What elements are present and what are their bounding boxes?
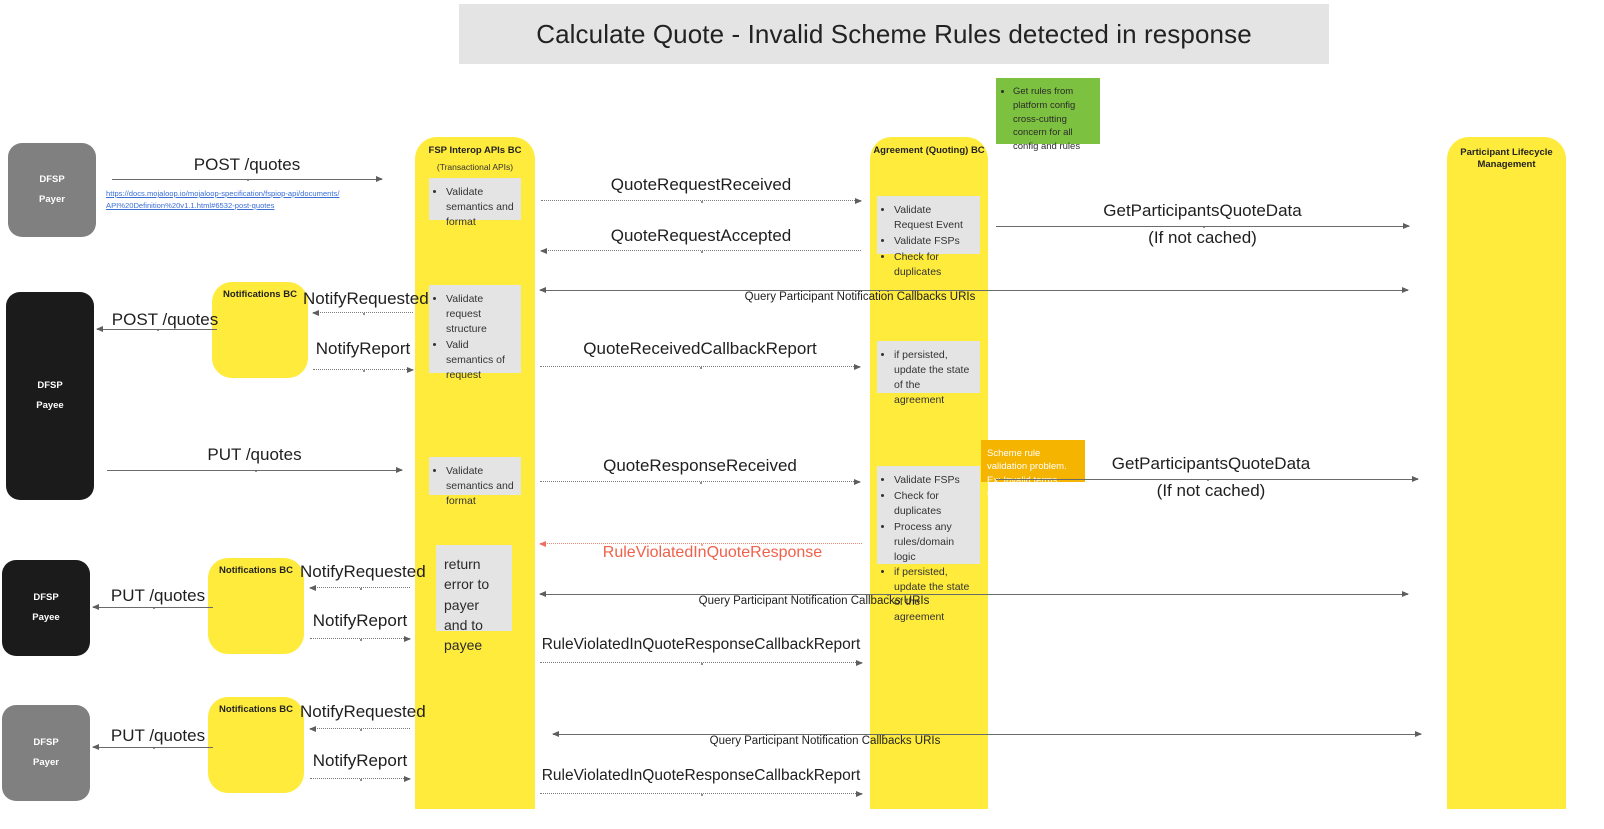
message-notify-requested-3-label: NotifyRequested: [300, 702, 426, 721]
note-agreement-validate-2: Validate FSPs Check for duplicates Proce…: [877, 466, 980, 623]
message-rule-violated-callback-report-1-line: [540, 659, 863, 666]
message-quote-response-received-line: [540, 478, 861, 485]
note-item: Check for duplicates: [894, 250, 973, 280]
actor-line1: DFSP: [39, 174, 65, 186]
message-get-participants-quote-data-2-sub: (If not cached): [1156, 481, 1266, 500]
note-scheme-rule-validation-problem: Scheme rule validation problem. Ex: Inva…: [981, 440, 1085, 499]
diagram-title-banner: Calculate Quote - Invalid Scheme Rules d…: [459, 4, 1329, 64]
message-query-callbacks-1-line: [539, 286, 1409, 293]
message-rule-violated-callback-report-2-line: [540, 790, 863, 797]
message-put-quotes-2-line: [92, 603, 213, 610]
note-item: Process any rules/domain logic: [894, 520, 973, 565]
lifeline-participant-lifecycle: Participant Lifecycle Management: [1447, 137, 1566, 809]
notifications-bc-1-title: Notifications BC: [223, 289, 297, 300]
notifications-bc-3-title: Notifications BC: [219, 704, 293, 715]
actor-dfsp-payee-main: DFSP Payee: [6, 292, 94, 500]
message-notify-requested-2-label: NotifyRequested: [300, 562, 426, 581]
message-post-quotes-2-label: POST /quotes: [111, 310, 219, 329]
note-item: Get rules from platform config cross-cut…: [1013, 85, 1093, 154]
note-item: Validate Request Event: [894, 203, 973, 233]
actor-dfsp-payer-top: DFSP Payer: [8, 143, 96, 237]
message-rule-violated-in-quote-response-line: [539, 540, 862, 547]
actor-dfsp-payer-bottom: DFSP Payer: [2, 705, 90, 801]
note-return-error: return error to payer and to payee: [436, 545, 512, 653]
message-query-callbacks-3-label: Query Participant Notification Callbacks…: [709, 735, 941, 747]
message-quote-received-callback-report-line: [540, 363, 861, 370]
notifications-bc-1: Notifications BC: [212, 282, 308, 378]
note-item: Validate request structure: [446, 292, 514, 337]
message-notify-requested-1-label: NotifyRequested: [303, 289, 429, 308]
message-query-callbacks-2-line: [539, 590, 1409, 597]
actor-line2: Payer: [39, 194, 65, 205]
note-get-rules-platform-config: Get rules from platform config cross-cut…: [996, 78, 1100, 152]
message-put-quotes-1-line: [107, 466, 403, 473]
message-query-callbacks-2-label: Query Participant Notification Callbacks…: [698, 595, 930, 607]
notifications-bc-3: Notifications BC: [208, 697, 304, 793]
lifeline-fsp-interop-title: FSP Interop APIs BC: [428, 145, 522, 156]
actor-line1: DFSP: [33, 737, 59, 749]
actor-line1: DFSP: [37, 380, 63, 392]
message-notify-requested-1-line: [312, 309, 413, 316]
message-quote-received-callback-report-label: QuoteReceivedCallbackReport: [583, 339, 817, 358]
message-get-participants-quote-data-2-label: GetParticipantsQuoteData: [1111, 454, 1311, 473]
message-quote-request-received-label: QuoteRequestReceived: [610, 175, 792, 194]
actor-dfsp-payee-bottom: DFSP Payee: [2, 560, 90, 656]
note-item: Valid semantics of request: [446, 338, 514, 383]
message-put-quotes-2-label: PUT /quotes: [110, 586, 206, 605]
note-item: if persisted, update the state of the ag…: [894, 348, 973, 408]
message-notify-report-1-label: NotifyReport: [315, 339, 411, 358]
message-get-participants-quote-data-1-line: [996, 222, 1410, 229]
mojaloop-spec-link[interactable]: https://docs.mojaloop.io/mojaloop-specif…: [106, 189, 340, 210]
message-put-quotes-1-label: PUT /quotes: [207, 445, 302, 464]
message-query-callbacks-3-line: [552, 730, 1422, 737]
message-notify-report-1-line: [313, 366, 414, 373]
message-quote-request-received-line: [541, 197, 862, 204]
message-quote-response-received-label: QuoteResponseReceived: [603, 456, 797, 475]
actor-line1: DFSP: [33, 592, 59, 604]
note-validate-semantics-format-2: Validate semantics and format: [429, 457, 521, 507]
message-rule-violated-in-quote-response-label: RuleViolatedInQuoteResponse: [602, 544, 823, 561]
lifeline-fsp-interop-subtitle: (Transactional APIs): [436, 162, 514, 172]
message-put-quotes-3-label: PUT /quotes: [110, 726, 206, 745]
note-validate-request-structure: Validate request structure Valid semanti…: [429, 285, 521, 381]
message-post-quotes-1-line: [112, 175, 383, 182]
note-item: Validate semantics and format: [446, 185, 514, 230]
notifications-bc-2: Notifications BC: [208, 558, 304, 654]
note-text: return error to payer and to payee: [444, 556, 490, 654]
message-get-participants-quote-data-1-sub: (If not cached): [1148, 228, 1257, 247]
message-notify-report-3-label: NotifyReport: [312, 751, 408, 770]
message-notify-report-2-label: NotifyReport: [312, 611, 408, 630]
note-item: Validate FSPs: [894, 473, 973, 488]
notifications-bc-2-title: Notifications BC: [219, 565, 293, 576]
message-rule-violated-callback-report-2-label: RuleViolatedInQuoteResponseCallbackRepor…: [541, 767, 861, 784]
page-title: Calculate Quote - Invalid Scheme Rules d…: [536, 18, 1252, 49]
note-item: if persisted, update the state of the ag…: [894, 565, 973, 625]
lifeline-agreement-title: Agreement (Quoting) BC: [873, 145, 985, 156]
message-post-quotes-1-label: POST /quotes: [193, 155, 301, 174]
note-item: Check for duplicates: [894, 489, 973, 519]
message-get-participants-quote-data-1-label: GetParticipantsQuoteData: [1103, 201, 1302, 220]
note-agreement-persist: if persisted, update the state of the ag…: [877, 341, 980, 406]
message-post-quotes-2-line: [96, 325, 217, 332]
lifeline-participant-lifecycle-title: Participant Lifecycle Management: [1460, 147, 1553, 170]
actor-line2: Payee: [36, 400, 64, 411]
message-put-quotes-3-line: [92, 743, 213, 750]
message-get-participants-quote-data-2-line: [996, 475, 1419, 482]
note-agreement-validate-1: Validate Request Event Validate FSPs Che…: [877, 196, 980, 278]
message-quote-request-accepted-label: QuoteRequestAccepted: [610, 226, 792, 245]
message-quote-request-accepted-line: [540, 247, 861, 254]
actor-line2: Payer: [33, 757, 59, 768]
message-notify-report-2-line: [310, 635, 411, 642]
message-notify-requested-3-line: [309, 725, 410, 732]
note-item: Validate semantics and format: [446, 464, 514, 509]
note-validate-semantics-format-1: Validate semantics and format: [429, 178, 521, 228]
actor-line2: Payee: [32, 612, 60, 623]
note-text: Scheme rule validation problem. Ex: Inva…: [987, 448, 1067, 500]
note-item: Validate FSPs: [894, 234, 973, 249]
message-query-callbacks-1-label: Query Participant Notification Callbacks…: [744, 291, 976, 303]
message-notify-report-3-line: [310, 775, 411, 782]
message-notify-requested-2-line: [309, 584, 410, 591]
message-rule-violated-callback-report-1-label: RuleViolatedInQuoteResponseCallbackRepor…: [541, 636, 861, 653]
